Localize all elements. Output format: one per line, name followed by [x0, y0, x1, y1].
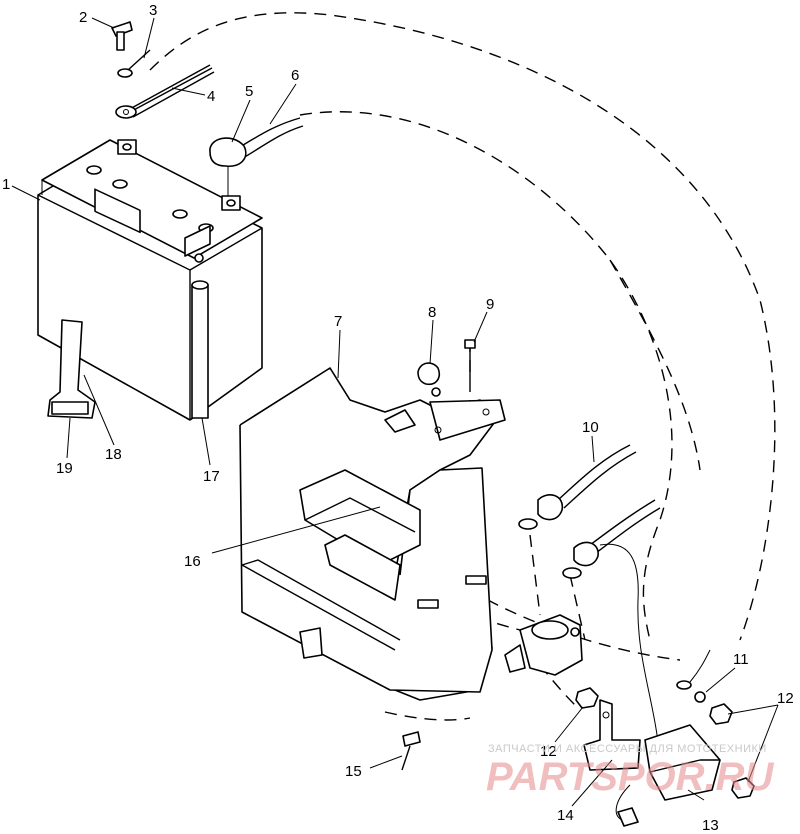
- callout-15: 15: [345, 763, 362, 780]
- ground-wire: [117, 49, 151, 78]
- callout-18: 18: [105, 446, 122, 463]
- cable-10: [518, 444, 637, 530]
- solenoid-cable: [562, 499, 661, 761]
- clip-8: [417, 362, 441, 397]
- wire-11: [676, 649, 711, 703]
- bolt-15: [401, 731, 421, 771]
- callout-9: 9: [486, 296, 494, 313]
- callout-11: 11: [733, 651, 749, 668]
- leader-lines: [11, 17, 779, 807]
- callout-12-a: 12: [540, 743, 557, 760]
- vent-tube: [191, 280, 209, 419]
- screw-9: [464, 339, 476, 380]
- callout-14: 14: [557, 807, 574, 824]
- battery-strap: [47, 319, 96, 419]
- callout-5: 5: [245, 83, 253, 100]
- callout-12-b: 12: [777, 690, 794, 707]
- callout-17: 17: [203, 468, 220, 485]
- nut-12-a: [575, 687, 599, 709]
- callout-1: 1: [2, 176, 10, 193]
- nut-12-c: [731, 777, 755, 799]
- callout-8: 8: [428, 304, 436, 321]
- callout-10: 10: [582, 419, 599, 436]
- callout-2: 2: [79, 9, 87, 26]
- callout-7: 7: [334, 313, 342, 330]
- watermark: ЗАПЧАСТИ И АКСЕССУАРЫ ДЛЯ МОТОТЕХНИКИ PA…: [486, 743, 775, 799]
- callout-4: 4: [207, 88, 215, 105]
- watermark-logo: PARTSPOR.RU: [486, 755, 775, 799]
- positive-cable: [209, 117, 304, 196]
- nut-12-b: [709, 703, 733, 725]
- callout-3: 3: [149, 2, 157, 19]
- battery-box: [239, 367, 506, 701]
- bolt-2: [111, 21, 133, 51]
- callout-6: 6: [291, 67, 299, 84]
- watermark-tagline: ЗАПЧАСТИ И АКСЕССУАРЫ ДЛЯ МОТОТЕХНИКИ: [488, 743, 767, 755]
- regulator-13: [615, 724, 721, 827]
- callout-13: 13: [702, 817, 719, 834]
- callout-16: 16: [184, 553, 201, 570]
- starter-solenoid: [504, 614, 583, 676]
- callout-19: 19: [56, 460, 73, 477]
- bracket-14: [583, 699, 641, 771]
- negative-cable: [115, 64, 215, 119]
